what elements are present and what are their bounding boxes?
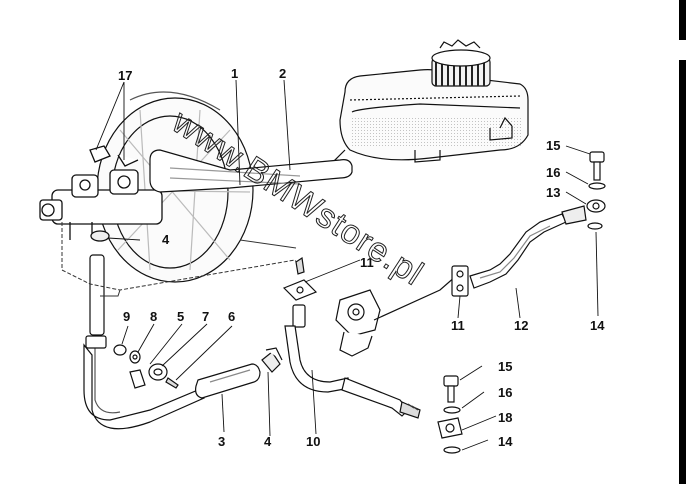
scan-edge-top <box>679 0 686 40</box>
callout-15-lower: 15 <box>498 359 512 374</box>
fitting-stack-lower <box>437 375 463 454</box>
callout-4-upper: 4 <box>162 232 170 247</box>
callout-12: 12 <box>514 318 528 333</box>
callout-labels: 17 1 2 15 16 13 4 11 11 12 14 9 8 5 7 6 … <box>118 66 605 449</box>
callout-18: 18 <box>498 410 512 425</box>
callout-4-lower: 4 <box>264 434 272 449</box>
scan-edge-bottom <box>679 60 686 484</box>
callout-2: 2 <box>279 66 286 81</box>
valve-assembly <box>335 275 457 357</box>
reservoir <box>334 39 529 169</box>
bracket-11-right <box>451 265 469 297</box>
callout-7: 7 <box>202 309 209 324</box>
leader-lines <box>95 79 599 451</box>
callout-8: 8 <box>150 309 157 324</box>
bracket-11-upper <box>282 256 318 301</box>
callout-17: 17 <box>118 68 132 83</box>
hose-1 <box>149 149 353 193</box>
callout-14-lower: 14 <box>498 434 513 449</box>
callout-10: 10 <box>306 434 320 449</box>
callout-16-upper: 16 <box>546 165 560 180</box>
fitting-stack-upper <box>586 151 606 230</box>
callout-16-lower: 16 <box>498 385 512 400</box>
callout-5: 5 <box>177 309 184 324</box>
callout-11-upper: 11 <box>360 255 374 270</box>
hose-3 <box>83 254 205 430</box>
callout-14-upper: 14 <box>590 318 605 333</box>
callout-9: 9 <box>123 309 130 324</box>
callout-13: 13 <box>546 185 560 200</box>
master-cylinder <box>39 145 163 242</box>
callout-15-upper: 15 <box>546 138 560 153</box>
hose-3-sleeve <box>195 363 261 399</box>
hose-12 <box>469 205 587 289</box>
small-parts-cluster <box>113 344 283 389</box>
callout-3: 3 <box>218 434 225 449</box>
callout-1: 1 <box>231 66 238 81</box>
callout-11-right: 11 <box>451 318 465 333</box>
hose-10 <box>284 304 421 419</box>
callout-6: 6 <box>228 309 235 324</box>
routing-lines <box>61 222 301 297</box>
